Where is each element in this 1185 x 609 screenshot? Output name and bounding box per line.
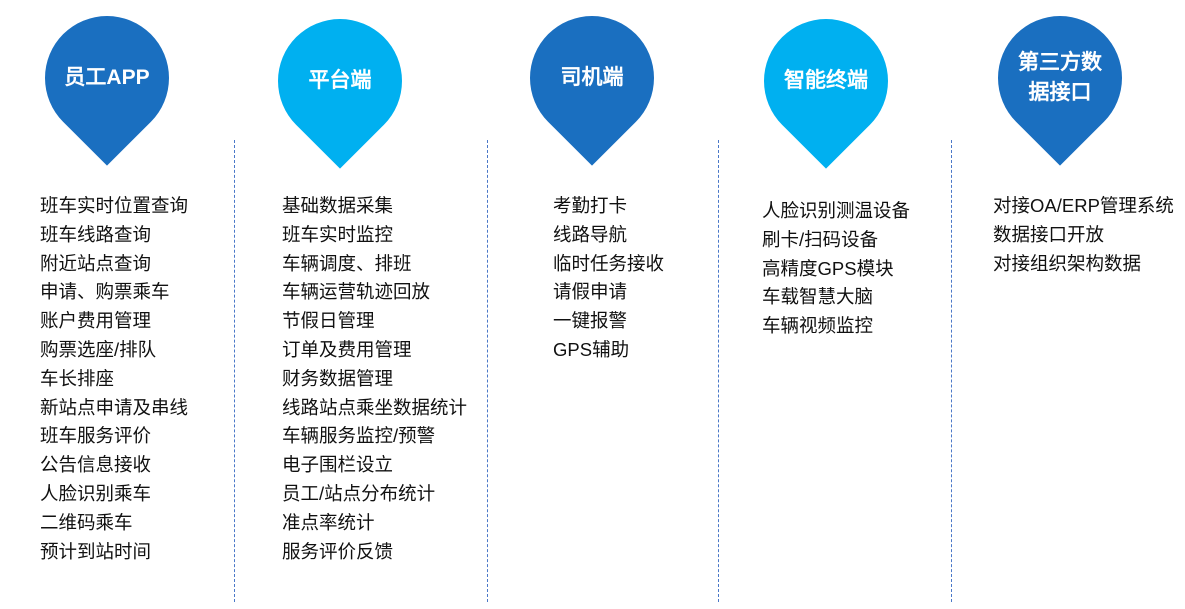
feature-list: 班车实时位置查询班车线路查询附近站点查询申请、购票乘车账户费用管理购票选座/排队… [40, 192, 188, 566]
column-title-text: 员工APP [64, 66, 150, 89]
feature-item: 人脸识别乘车 [40, 482, 152, 504]
feature-item: 请假申请 [553, 281, 628, 303]
feature-item: 对接OA/ERP管理系统 [993, 195, 1174, 216]
feature-list: 人脸识别测温设备刷卡/扫码设备高精度GPS模块车载智慧大脑车辆视频监控 [762, 197, 910, 341]
column-title-text: 平台端 [308, 69, 372, 92]
feature-item: 账户费用管理 [40, 310, 152, 332]
feature-item: 考勤打卡 [553, 195, 628, 216]
feature-item: GPS辅助 [553, 338, 630, 360]
feature-item: 申请、购票乘车 [40, 281, 170, 303]
feature-item: 服务评价反馈 [282, 540, 394, 562]
feature-item: 基础数据采集 [282, 195, 394, 216]
column-divider [951, 140, 952, 602]
feature-item: 班车实时监控 [282, 223, 394, 245]
feature-list: 对接OA/ERP管理系统数据接口开放对接组织架构数据 [993, 192, 1174, 278]
feature-item: 线路导航 [553, 223, 628, 245]
feature-list: 基础数据采集班车实时监控车辆调度、排班车辆运营轨迹回放节假日管理订单及费用管理财… [282, 192, 467, 566]
feature-item: 二维码乘车 [40, 511, 133, 533]
feature-item: 车辆服务监控/预警 [282, 425, 436, 447]
column-title: 智能终端 [764, 19, 888, 143]
feature-item: 一键报警 [553, 310, 628, 332]
feature-item: 节假日管理 [282, 310, 375, 332]
feature-item: 数据接口开放 [993, 223, 1105, 245]
column-title-text: 智能终端 [784, 69, 868, 92]
feature-item: 线路站点乘坐数据统计 [282, 396, 468, 418]
feature-item: 对接组织架构数据 [993, 252, 1142, 274]
column-divider [487, 140, 488, 602]
feature-item: 购票选座/排队 [40, 338, 157, 360]
column-title-line: 据接口 [1028, 81, 1092, 104]
feature-item: 班车实时位置查询 [40, 195, 189, 216]
column-title: 司机端 [530, 16, 654, 140]
feature-item: 人脸识别测温设备 [762, 200, 911, 221]
feature-item: 订单及费用管理 [282, 338, 412, 360]
column-title: 第三方数据接口 [998, 16, 1122, 140]
feature-item: 班车服务评价 [40, 425, 152, 447]
feature-item: 刷卡/扫码设备 [762, 228, 879, 250]
feature-item: 临时任务接收 [553, 252, 665, 274]
feature-item: 财务数据管理 [282, 367, 394, 389]
feature-item: 高精度GPS模块 [762, 257, 894, 279]
feature-item: 车辆视频监控 [762, 315, 874, 337]
feature-item: 车辆运营轨迹回放 [282, 281, 431, 303]
feature-item: 准点率统计 [282, 511, 375, 533]
feature-item: 员工/站点分布统计 [282, 482, 436, 504]
column-title: 员工APP [45, 16, 169, 140]
feature-item: 新站点申请及串线 [40, 396, 189, 418]
column-title: 平台端 [278, 19, 402, 143]
feature-item: 预计到站时间 [40, 540, 152, 562]
feature-item: 车辆调度、排班 [282, 252, 412, 274]
column-divider [718, 140, 719, 602]
feature-item: 公告信息接收 [40, 454, 152, 476]
feature-item: 电子围栏设立 [282, 454, 394, 476]
feature-item: 附近站点查询 [40, 252, 152, 274]
feature-list: 考勤打卡线路导航临时任务接收请假申请一键报警 GPS辅助 [553, 192, 664, 365]
column-title-line: 第三方数 [1018, 51, 1102, 74]
feature-item: 车长排座 [40, 367, 115, 389]
feature-item: 班车线路查询 [40, 223, 152, 245]
feature-item: 车载智慧大脑 [762, 286, 874, 308]
column-title-text: 司机端 [560, 66, 624, 89]
column-divider [234, 140, 235, 602]
